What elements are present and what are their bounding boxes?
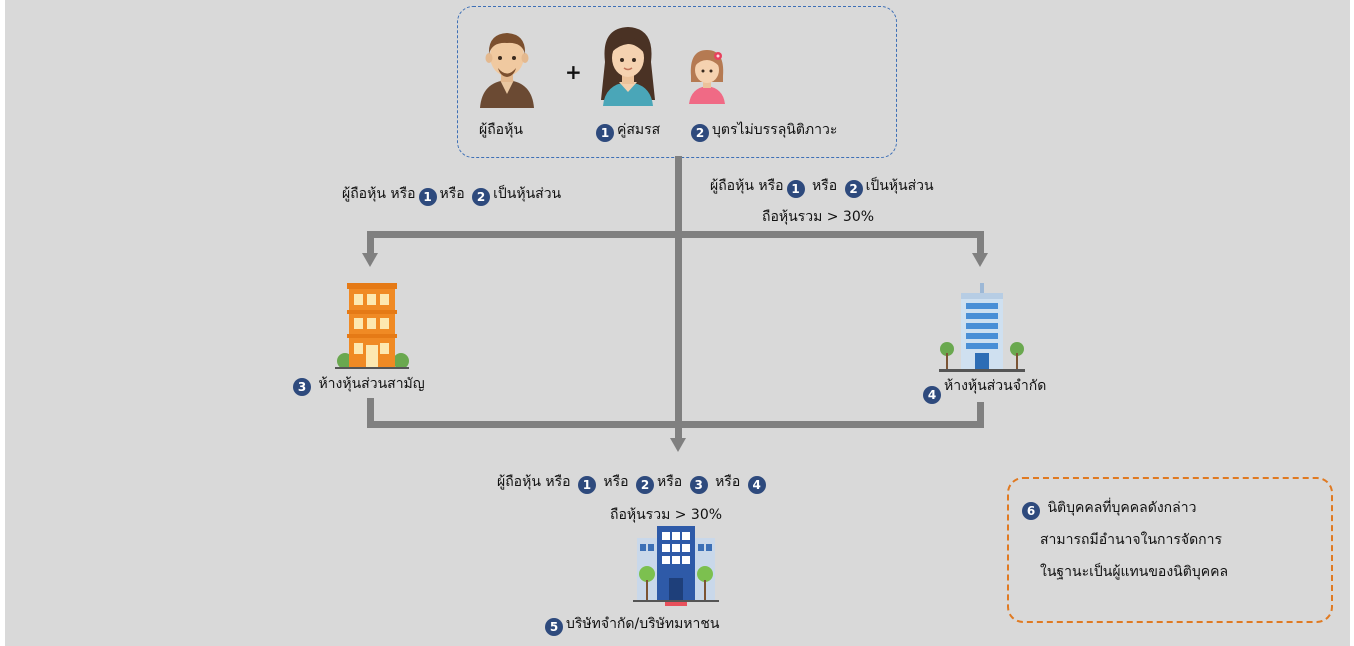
limited-partnership-label: ห้างหุ้นส่วนจำกัด [944, 378, 1047, 394]
badge-4: 4 [747, 476, 766, 494]
note-line-3: ในฐานะเป็นผู้แทนของนิติบุคคล [1040, 564, 1229, 580]
ordinary-partnership-building-icon [335, 283, 409, 369]
badge-2: 2 [472, 188, 491, 206]
plus-sign: + [565, 60, 582, 84]
right-condition-part2: หรือ [811, 178, 838, 194]
note-line-1-group: 6 นิติบุคคลที่บุคคลดังกล่าว [1019, 498, 1196, 520]
left-condition-part1: ผู้ถือหุ้น หรือ [342, 186, 416, 202]
right-condition-part3: เป็นหุ้นส่วน [865, 178, 934, 194]
bottom-condition-part2: หรือ [603, 474, 629, 490]
badge-1: 1 [596, 124, 614, 142]
connector-right-drop [977, 231, 984, 253]
connector-horizontal-top [367, 231, 984, 238]
child-girl-icon [689, 50, 725, 104]
limited-partnership-label-group: 4ห้างหุ้นส่วนจำกัด [920, 376, 1046, 404]
company-building-icon [633, 526, 719, 606]
bottom-condition-part4: หรือ [715, 474, 741, 490]
note-line-2: สามารถมีอำนาจในการจัดการ [1040, 532, 1223, 548]
child-label: บุตรไม่บรรลุนิติภาวะ [712, 122, 838, 138]
badge-4: 4 [923, 386, 941, 404]
note-line-1: นิติบุคคลที่บุคคลดังกล่าว [1047, 500, 1197, 516]
connector-left-rise [367, 398, 374, 428]
limited-partnership-building-icon [939, 283, 1025, 372]
connector-vertical-main [675, 156, 682, 440]
company-label: บริษัทจำกัด/บริษัทมหาชน [566, 616, 720, 632]
ordinary-partnership-label-group: 3 ห้างหุ้นส่วนสามัญ [290, 374, 425, 396]
badge-1: 1 [786, 180, 805, 198]
badge-2: 2 [636, 476, 655, 494]
badge-5: 5 [545, 618, 563, 636]
badge-3: 3 [293, 378, 311, 396]
badge-3: 3 [689, 476, 708, 494]
ordinary-partnership-label: ห้างหุ้นส่วนสามัญ [318, 376, 425, 392]
arrow-to-limited-partnership [972, 253, 988, 267]
bottom-condition-part3: หรือ [657, 474, 683, 490]
shareholder-man-icon [480, 33, 534, 108]
right-condition-threshold: ถือหุ้นรวม > 30% [762, 209, 875, 225]
badge-1: 1 [577, 476, 596, 494]
connector-left-drop [367, 231, 374, 253]
badge-6: 6 [1022, 502, 1040, 520]
spouse-woman-icon [601, 27, 655, 106]
badge-2: 2 [691, 124, 709, 142]
right-condition-part1: ผู้ถือหุ้น หรือ [710, 178, 784, 194]
bottom-condition-part1: ผู้ถือหุ้น หรือ [497, 474, 571, 490]
badge-1: 1 [418, 188, 437, 206]
connector-horizontal-bottom [367, 421, 984, 428]
connector-right-rise [977, 402, 984, 428]
arrow-to-company [670, 438, 686, 452]
arrow-to-ordinary-partnership [362, 253, 378, 267]
shareholder-label: ผู้ถือหุ้น [479, 122, 523, 138]
spouse-label: คู่สมรส [617, 122, 661, 138]
left-condition-part2: หรือ [439, 186, 465, 202]
left-condition-part3: เป็นหุ้นส่วน [493, 186, 562, 202]
badge-2: 2 [844, 180, 863, 198]
bottom-condition-threshold: ถือหุ้นรวม > 30% [610, 507, 723, 523]
note-box [1007, 477, 1333, 623]
